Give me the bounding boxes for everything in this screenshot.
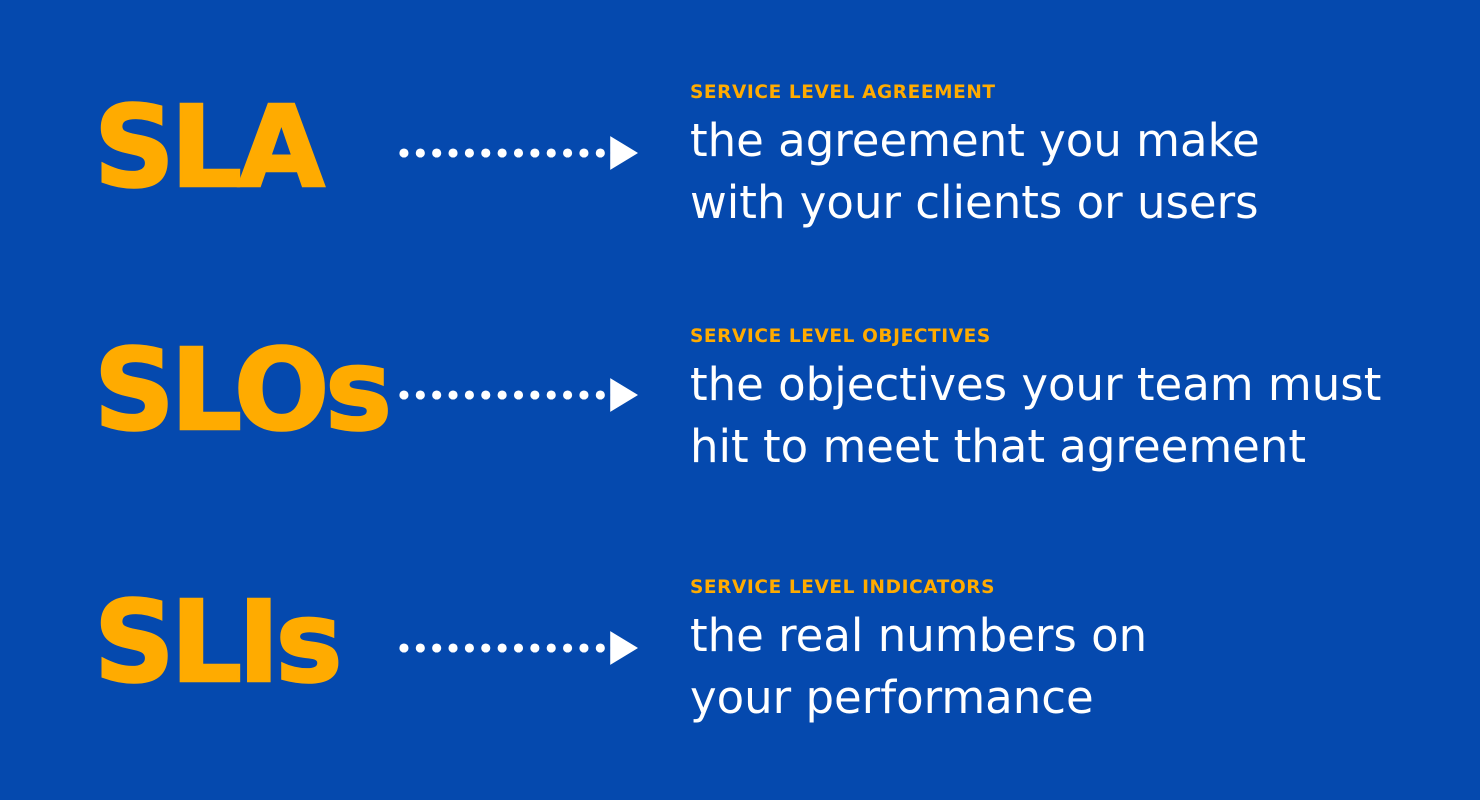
description-line: the objectives your team must [690, 358, 1382, 411]
description-text: the agreement you make with your clients… [690, 110, 1260, 234]
label-service-level-indicators: SERVICE LEVEL INDICATORS [690, 577, 996, 598]
description-line: the agreement you make [690, 114, 1260, 167]
row-slos: SLOs SERVICE LEVEL OBJECTIVES the object… [0, 244, 1480, 494]
term-sla: SLA [93, 83, 326, 213]
term-slos: SLOs [93, 326, 393, 456]
dotted-arrow-icon [399, 378, 638, 412]
dotted-arrow-icon [399, 136, 638, 170]
label-service-level-agreement: SERVICE LEVEL AGREEMENT [690, 82, 996, 103]
description-text: the real numbers on your performance [690, 605, 1147, 729]
description-text: the objectives your team must hit to mee… [690, 354, 1381, 478]
label-service-level-objectives: SERVICE LEVEL OBJECTIVES [690, 326, 991, 347]
term-slis: SLIs [93, 578, 344, 708]
description-line: hit to meet that agreement [690, 420, 1307, 473]
description-line: your performance [690, 671, 1094, 724]
description-line: the real numbers on [690, 609, 1148, 662]
description-line: with your clients or users [690, 176, 1259, 229]
row-sla: SLA SERVICE LEVEL AGREEMENT the agreemen… [0, 0, 1480, 250]
dotted-arrow-icon [399, 631, 638, 665]
row-slis: SLIs SERVICE LEVEL INDICATORS the real n… [0, 495, 1480, 745]
